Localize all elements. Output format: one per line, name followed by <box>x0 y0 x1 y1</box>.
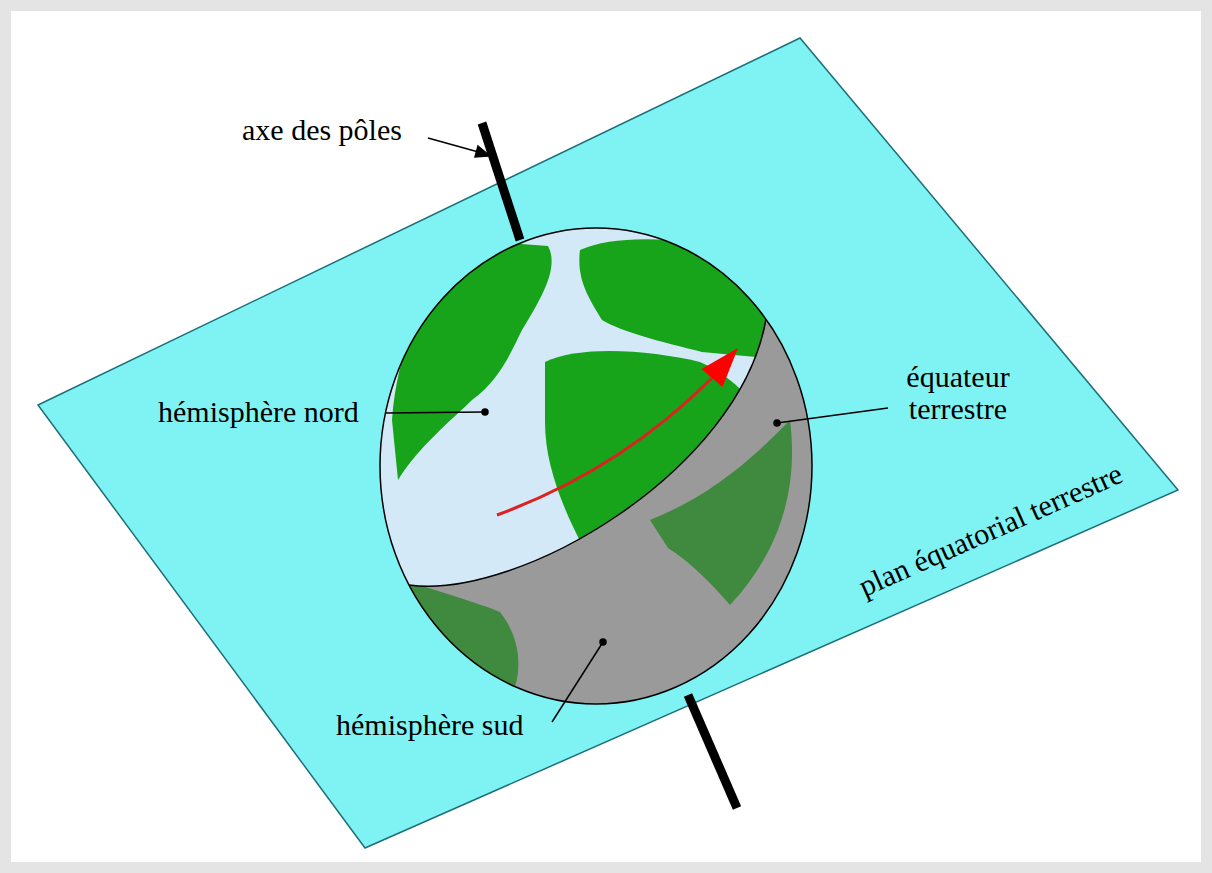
south-america <box>392 575 518 702</box>
leader-dot <box>482 409 488 415</box>
pole-axis-top <box>482 123 520 240</box>
leader-line <box>777 408 888 423</box>
hemisphere-label: hémisphère sud <box>336 709 523 741</box>
equator-line <box>409 319 766 586</box>
axis-label: axe des pôles <box>242 114 402 146</box>
leader-line <box>428 138 482 153</box>
equatorial-plane <box>38 38 1178 848</box>
plane-label: plan équatorial terrestre <box>854 457 1127 602</box>
rotation-arrowhead <box>702 348 739 387</box>
leader-dot <box>774 420 780 426</box>
equator-label: équateur terrestre <box>883 361 1033 424</box>
leader-line <box>385 412 485 413</box>
north-america <box>392 240 552 480</box>
leader-line <box>552 642 603 722</box>
rotation-arrow <box>497 378 712 515</box>
leader-dot <box>600 639 606 645</box>
leader-lines <box>385 138 888 722</box>
northern-hemisphere <box>380 228 812 704</box>
leader-arrowhead <box>475 146 490 157</box>
hemisphere-label: hémisphère nord <box>158 396 359 428</box>
pole-axis-bottom <box>688 695 737 808</box>
earth-outline <box>380 228 812 704</box>
africa-south <box>650 420 792 605</box>
